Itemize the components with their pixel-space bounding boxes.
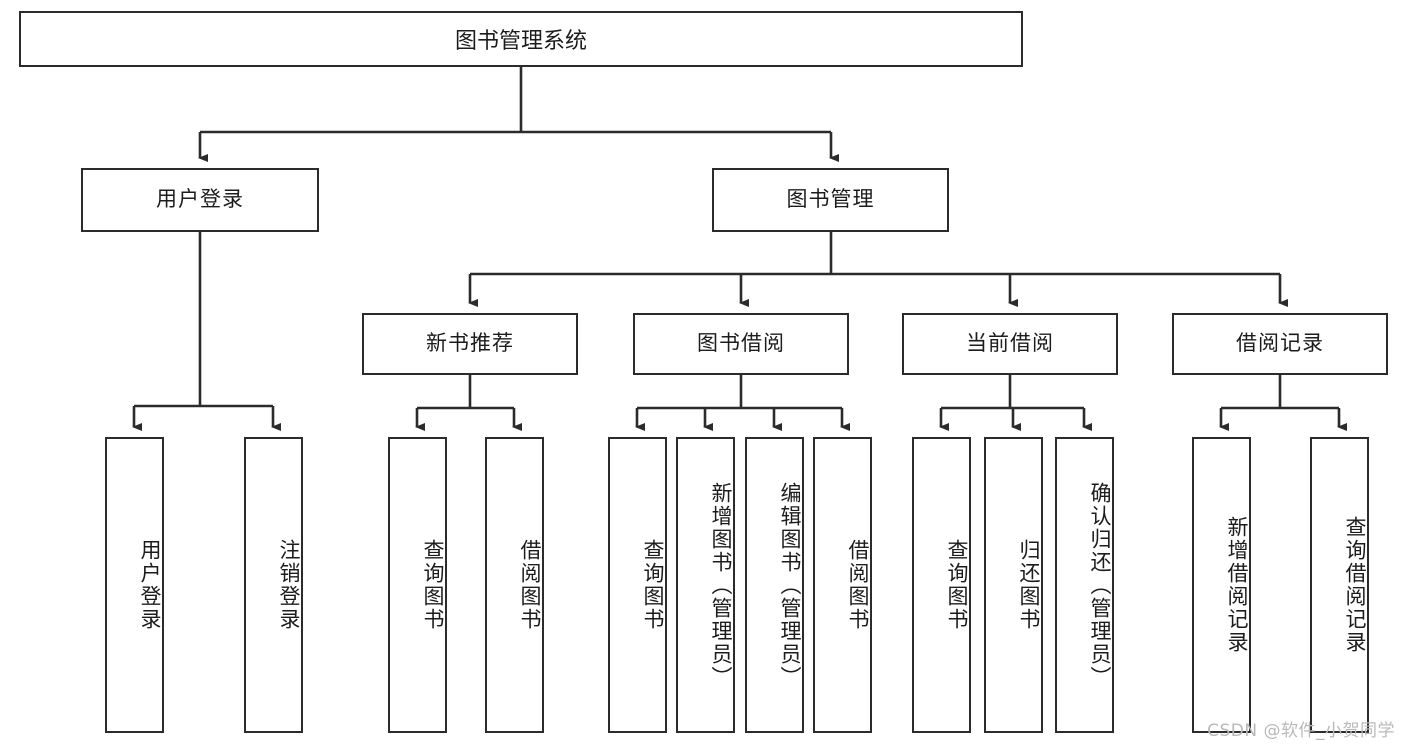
leaf-user-logout-label: 注销登录 (277, 539, 301, 631)
leaf-add-book[interactable]: 新增图书（管理员） (676, 437, 735, 733)
leaf-query-book-3[interactable]: 查询图书 (912, 437, 971, 733)
leaf-query-book-2-label: 查询图书 (641, 539, 665, 631)
node-book-borrow[interactable]: 图书借阅 (633, 313, 849, 375)
leaf-confirm-return-label: 确认归还（管理员） (1088, 481, 1112, 689)
node-current-borrow[interactable]: 当前借阅 (902, 313, 1118, 375)
leaf-return-book[interactable]: 归还图书 (984, 437, 1043, 733)
leaf-query-book-3-label: 查询图书 (945, 539, 969, 631)
leaf-borrow-book-1[interactable]: 借阅图书 (485, 437, 544, 733)
leaf-add-record-label: 新增借阅记录 (1225, 516, 1249, 654)
leaf-query-book-1[interactable]: 查询图书 (388, 437, 447, 733)
node-user-login[interactable]: 用户登录 (81, 168, 319, 232)
node-user-login-label: 用户登录 (156, 187, 244, 212)
leaf-user-login[interactable]: 用户登录 (105, 437, 164, 733)
node-root[interactable]: 图书管理系统 (19, 11, 1023, 67)
leaf-query-record-label: 查询借阅记录 (1343, 516, 1367, 654)
leaf-borrow-book-1-label: 借阅图书 (518, 539, 542, 631)
node-book-manage[interactable]: 图书管理 (712, 168, 949, 232)
leaf-edit-book[interactable]: 编辑图书（管理员） (745, 437, 804, 733)
leaf-edit-book-label: 编辑图书（管理员） (778, 481, 802, 689)
leaf-query-record[interactable]: 查询借阅记录 (1310, 437, 1369, 733)
node-root-label: 图书管理系统 (454, 29, 587, 54)
leaf-query-book-2[interactable]: 查询图书 (608, 437, 667, 733)
node-new-book-recommend[interactable]: 新书推荐 (362, 313, 578, 375)
node-book-manage-label: 图书管理 (786, 187, 875, 212)
node-borrow-record[interactable]: 借阅记录 (1172, 313, 1388, 375)
leaf-query-book-1-label: 查询图书 (421, 539, 445, 631)
watermark: CSDN @软件_小贺同学 (1207, 721, 1395, 741)
leaf-borrow-book-2[interactable]: 借阅图书 (813, 437, 872, 733)
node-borrow-record-label: 借阅记录 (1236, 331, 1324, 356)
node-current-borrow-label: 当前借阅 (966, 331, 1054, 356)
leaf-user-login-label: 用户登录 (138, 539, 162, 631)
leaf-return-book-label: 归还图书 (1017, 539, 1041, 631)
leaf-confirm-return[interactable]: 确认归还（管理员） (1055, 437, 1114, 733)
leaf-borrow-book-2-label: 借阅图书 (846, 539, 870, 631)
node-book-borrow-label: 图书借阅 (697, 331, 785, 356)
leaf-user-logout[interactable]: 注销登录 (244, 437, 303, 733)
leaf-add-record[interactable]: 新增借阅记录 (1192, 437, 1251, 733)
leaf-add-book-label: 新增图书（管理员） (709, 481, 733, 689)
node-new-book-recommend-label: 新书推荐 (426, 331, 514, 356)
